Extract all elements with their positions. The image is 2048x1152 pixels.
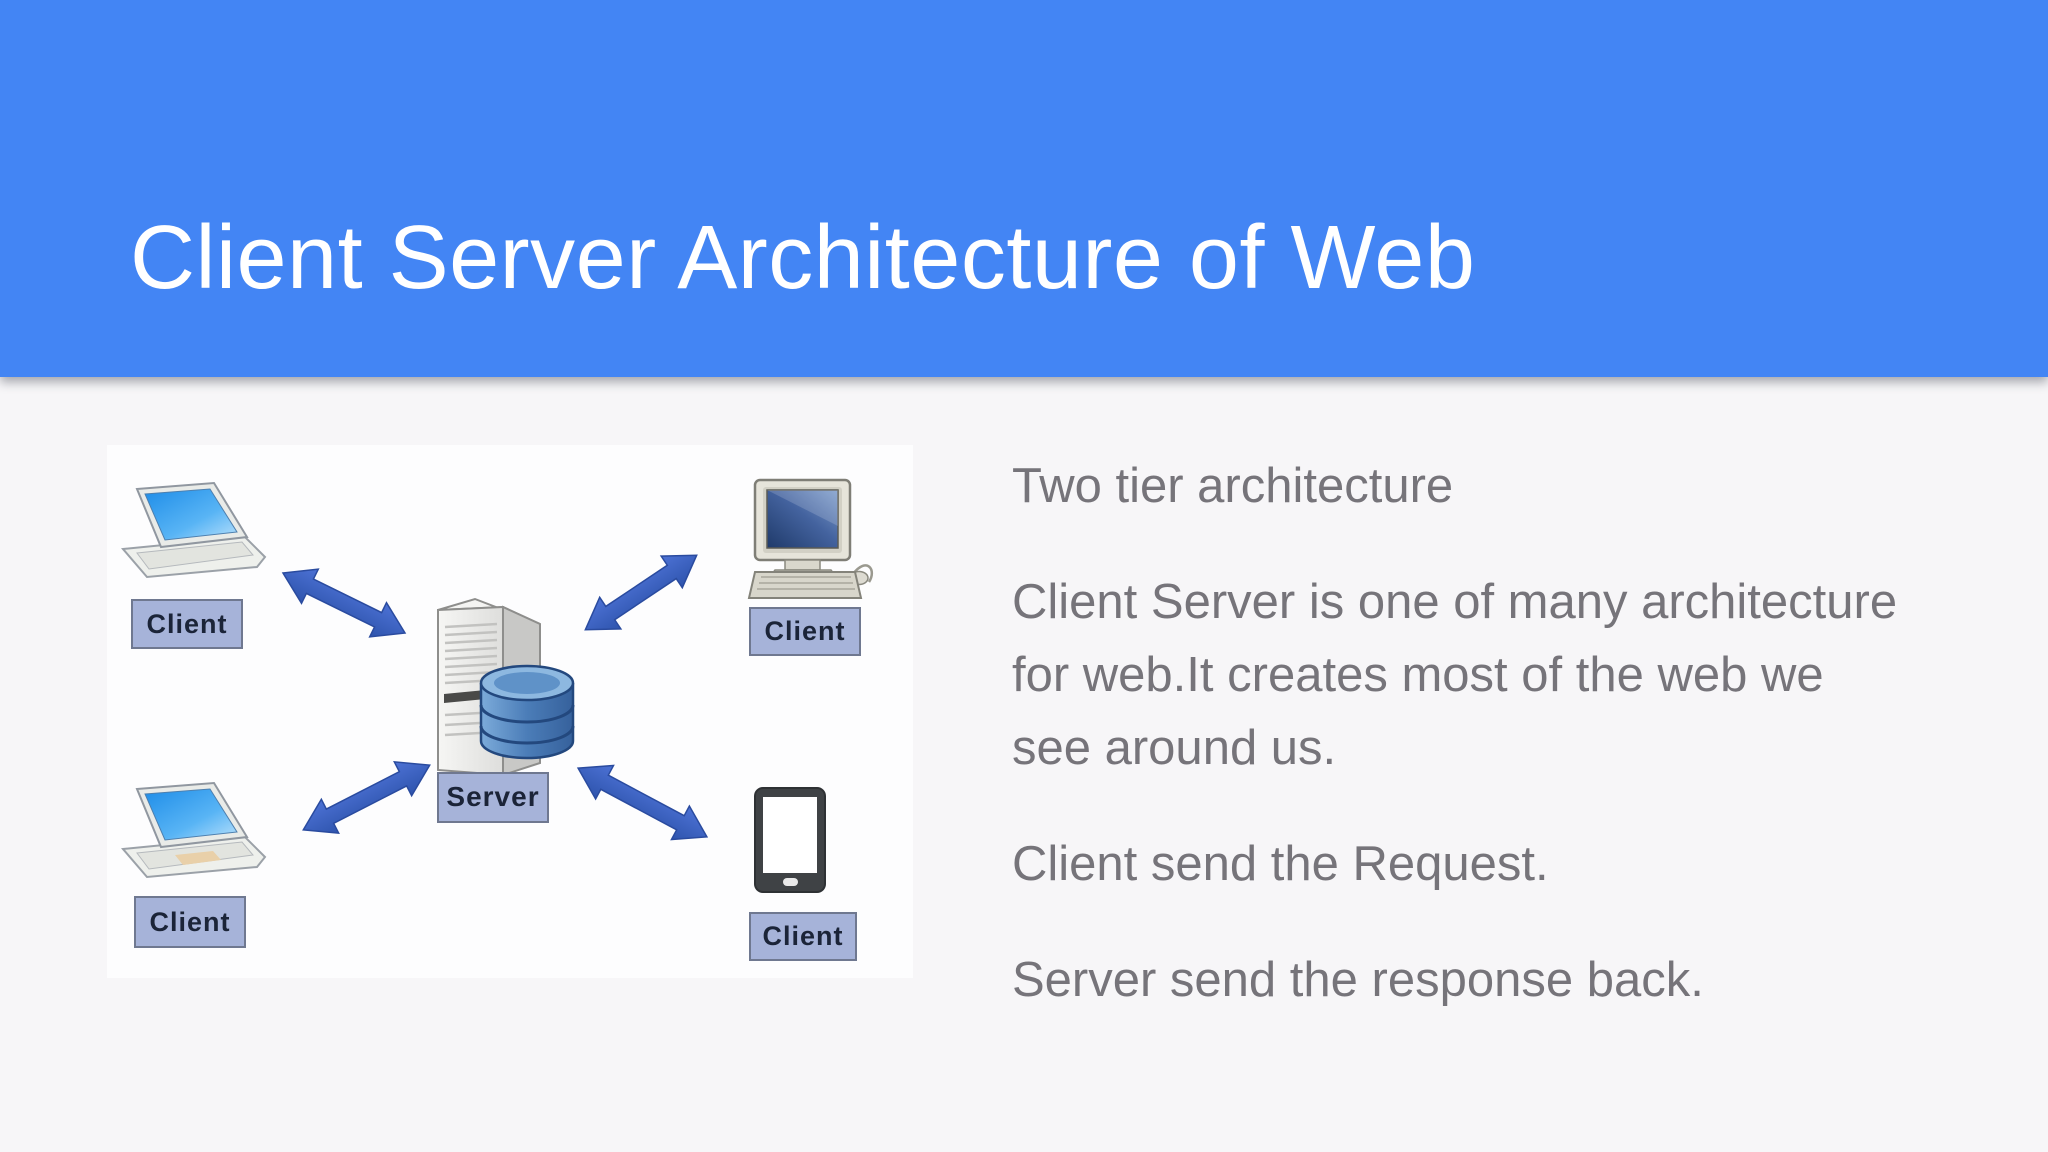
client-label-text: Client	[149, 907, 230, 937]
laptop-icon	[120, 781, 267, 879]
paragraph-server-response: Server send the response back.	[1012, 953, 1704, 1007]
slide-title: Client Server Architecture of Web	[130, 208, 1476, 308]
slide-text-column: Two tier architecture Client Server is o…	[1012, 450, 2022, 1060]
client-server-diagram: Client Client	[107, 445, 913, 978]
client-label-text: Client	[764, 616, 845, 646]
client-label-text: Client	[146, 609, 227, 639]
client-label-top-left: Client	[131, 599, 243, 649]
client-label-bottom-left: Client	[134, 896, 246, 948]
database-icon	[479, 664, 575, 760]
paragraph-client-request: Client send the Request.	[1012, 837, 1549, 891]
server-label-text: Server	[446, 781, 539, 812]
double-arrow-icon	[576, 764, 709, 841]
client-label-top-right: Client	[749, 607, 861, 656]
double-arrow-icon	[302, 761, 431, 834]
client-label-bottom-right: Client	[749, 912, 857, 961]
double-arrow-icon	[584, 554, 698, 631]
desktop-computer-icon	[747, 478, 874, 599]
slide-header: Client Server Architecture of Web	[0, 0, 2048, 377]
paragraph-two-tier: Two tier architecture	[1012, 459, 1454, 513]
double-arrow-icon	[281, 568, 407, 638]
paragraph-client-server-intro: Client Server is one of many architectur…	[1012, 575, 1898, 775]
laptop-icon	[120, 481, 267, 579]
server-label: Server	[437, 772, 549, 823]
client-label-text: Client	[762, 921, 843, 951]
smartphone-icon	[754, 787, 826, 893]
client-server-diagram-svg: Client Client	[107, 445, 913, 978]
